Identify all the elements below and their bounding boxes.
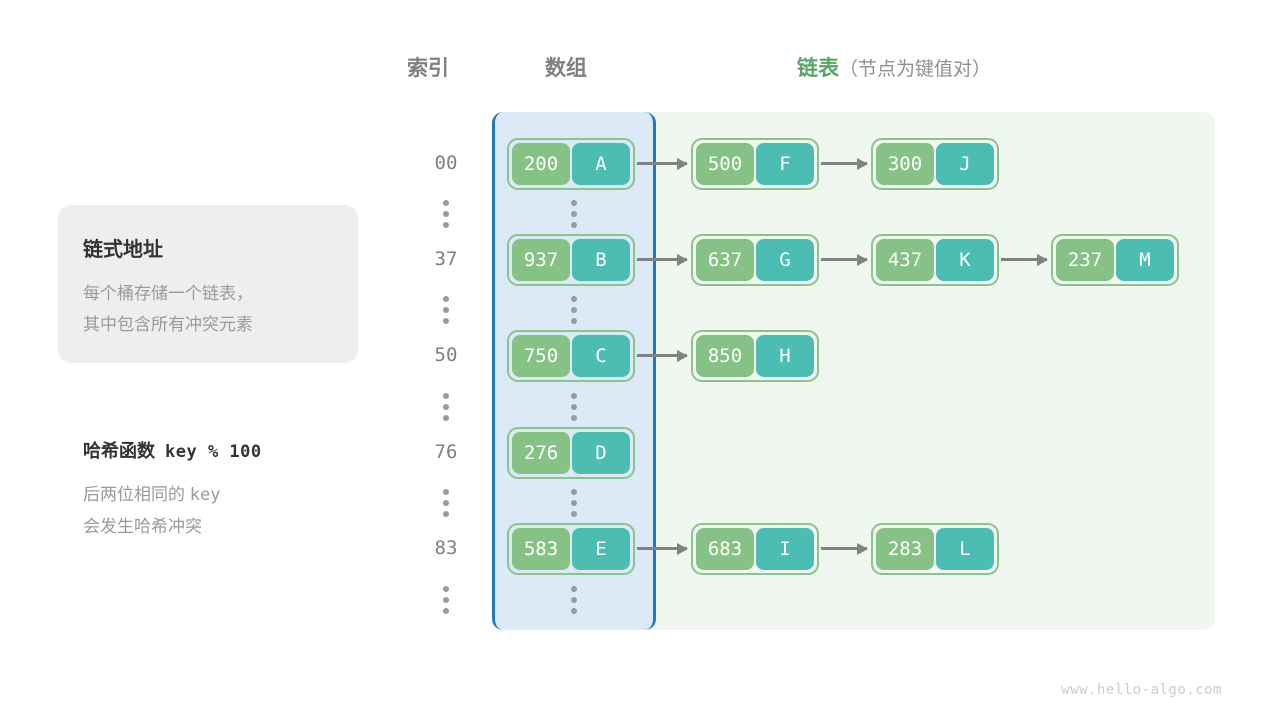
node-key-cell: 200 (512, 143, 570, 185)
column-header-linked-list: 链表（节点为键值对） (797, 52, 991, 82)
column-header-array: 数组 (545, 57, 587, 80)
column-header-linked-list-sub: （节点为键值对） (839, 59, 992, 80)
node-value-cell: F (756, 143, 814, 185)
bucket-index-label: 00 (434, 152, 458, 174)
node-key-cell: 500 (696, 143, 754, 185)
node-value-cell: E (572, 528, 630, 570)
node-value-cell: K (936, 239, 994, 281)
info-card-body: 每个桶存储一个链表， 其中包含所有冲突元素 (83, 284, 253, 334)
node-key-cell: 750 (512, 335, 570, 377)
info-card (58, 205, 358, 363)
node-key-cell: 283 (876, 528, 934, 570)
next-pointer-arrow (821, 157, 868, 170)
next-pointer-arrow (637, 157, 688, 170)
node-value-cell: M (1116, 239, 1174, 281)
bucket-index-label: 37 (434, 248, 458, 270)
node-key-cell: 237 (1056, 239, 1114, 281)
node-value-cell: J (936, 143, 994, 185)
node-key-cell: 300 (876, 143, 934, 185)
node-value-cell: A (572, 143, 630, 185)
column-header-index: 索引 (407, 57, 449, 80)
column-header-linked-list-accent: 链表 (797, 57, 839, 80)
node-key-cell: 850 (696, 335, 754, 377)
array-ellipsis (571, 200, 577, 228)
hash-function-body-line1: 后两位相同的 (83, 485, 185, 504)
hash-function-body-line2: 会发生哈希冲突 (83, 517, 202, 536)
node-value-cell: H (756, 335, 814, 377)
next-pointer-arrow (821, 542, 868, 555)
node-value-cell: B (572, 239, 630, 281)
next-pointer-arrow (637, 349, 688, 362)
hash-function-formula: key % 100 (165, 442, 262, 462)
index-ellipsis (443, 586, 449, 614)
array-ellipsis (571, 296, 577, 324)
node-value-cell: D (572, 432, 630, 474)
bucket-index-label: 76 (434, 441, 458, 463)
node-key-cell: 276 (512, 432, 570, 474)
watermark: www.hello-algo.com (1061, 682, 1222, 698)
node-key-cell: 937 (512, 239, 570, 281)
node-value-cell: C (572, 335, 630, 377)
node-key-cell: 583 (512, 528, 570, 570)
index-ellipsis (443, 489, 449, 517)
bucket-index-label: 50 (434, 344, 458, 366)
index-ellipsis (443, 393, 449, 421)
array-ellipsis (571, 393, 577, 421)
node-value-cell: I (756, 528, 814, 570)
node-value-cell: G (756, 239, 814, 281)
hash-function-body-key: key (189, 485, 221, 505)
hash-function-title: 哈希函数 key % 100 (83, 437, 262, 463)
info-card-title: 链式地址 (83, 239, 163, 261)
next-pointer-arrow (1001, 253, 1048, 266)
node-key-cell: 683 (696, 528, 754, 570)
next-pointer-arrow (637, 542, 688, 555)
next-pointer-arrow (821, 253, 868, 266)
hash-function-body: 后两位相同的 key 会发生哈希冲突 (83, 479, 220, 542)
bucket-index-label: 83 (434, 537, 458, 559)
index-ellipsis (443, 296, 449, 324)
node-value-cell: L (936, 528, 994, 570)
node-key-cell: 437 (876, 239, 934, 281)
array-ellipsis (571, 489, 577, 517)
node-key-cell: 637 (696, 239, 754, 281)
next-pointer-arrow (637, 253, 688, 266)
index-ellipsis (443, 200, 449, 228)
hash-function-label: 哈希函数 (83, 441, 155, 461)
array-ellipsis (571, 586, 577, 614)
